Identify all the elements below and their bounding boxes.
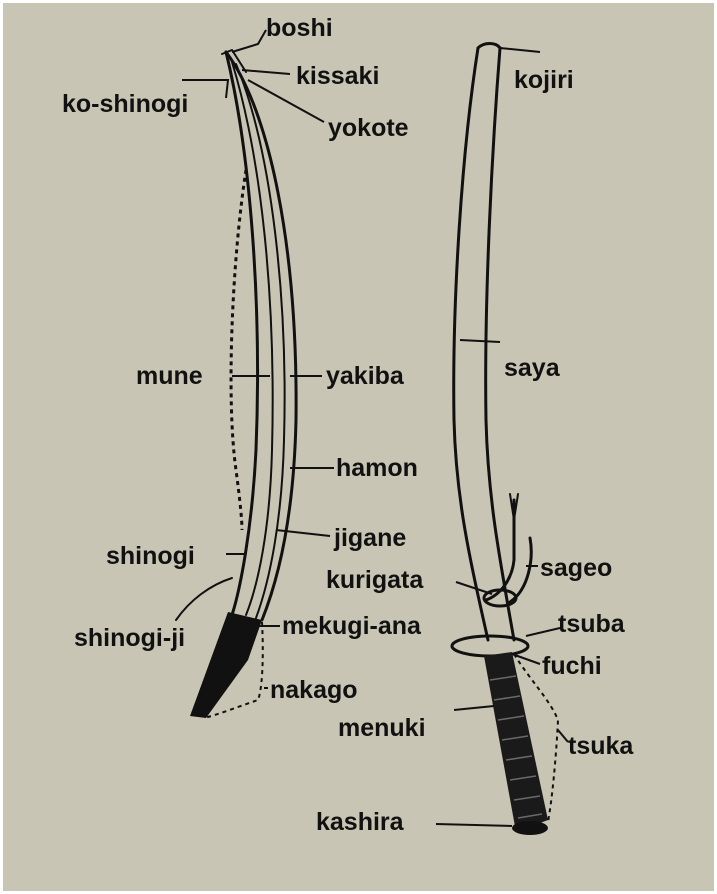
kissaki-tip [221, 49, 247, 73]
labels: boshi kissaki ko-shinogi yokote kojiri m… [62, 14, 634, 836]
saya-left-line [452, 46, 490, 642]
label-kashira: kashira [316, 808, 405, 836]
leader-tsuba [525, 627, 561, 637]
leader-kojiri [499, 47, 541, 53]
mune-bracket [229, 169, 248, 531]
leader-fuchi [511, 653, 541, 665]
label-yokote: yokote [328, 114, 409, 142]
shinogi-line [231, 61, 274, 616]
label-tsuka: tsuka [568, 732, 634, 760]
tsuka-handle [484, 652, 548, 832]
leader-kashira [435, 823, 513, 827]
label-fuchi: fuchi [542, 652, 602, 680]
hamon-line [235, 63, 286, 619]
label-menuki: menuki [338, 714, 426, 742]
sageo-tip [509, 493, 519, 521]
leader-menuki [453, 705, 495, 711]
leader-boshi [231, 29, 267, 53]
leader-jigane [275, 529, 331, 537]
label-ko-shinogi: ko-shinogi [62, 90, 188, 118]
leader-yokote [247, 79, 325, 123]
kashira-cap [512, 821, 548, 835]
tsuka-outline [513, 653, 560, 823]
label-kojiri: kojiri [514, 66, 574, 94]
scabbard [450, 42, 560, 835]
leader-saya [459, 339, 501, 343]
leader-kurigata [455, 581, 493, 595]
kojiri-cap [476, 42, 502, 50]
label-mekugi-ana: mekugi-ana [282, 612, 422, 640]
label-shinogi-ji: shinogi-ji [74, 624, 185, 652]
tsuka-wrap [489, 675, 543, 819]
label-nakago: nakago [270, 676, 358, 704]
label-kurigata: kurigata [326, 566, 424, 594]
label-boshi: boshi [266, 14, 333, 42]
saya-right-line [484, 46, 516, 642]
label-mune: mune [136, 362, 203, 390]
label-jigane: jigane [333, 524, 406, 552]
label-tsuba: tsuba [558, 610, 626, 638]
blade-back-line [224, 50, 260, 617]
tsuba-guard [450, 634, 530, 658]
nakago-tang [190, 612, 262, 718]
blade-edge-line [224, 50, 298, 622]
leader-tsuka [557, 729, 569, 743]
blade [175, 49, 298, 719]
sageo-cord-a [484, 498, 516, 602]
leader-kissaki [241, 69, 291, 75]
kurigata-knob [482, 588, 518, 608]
label-yakiba: yakiba [326, 362, 405, 390]
leader-lines [182, 29, 569, 827]
leader-ko-shinogi [182, 79, 230, 99]
label-shinogi: shinogi [106, 542, 195, 570]
label-saya: saya [504, 354, 561, 382]
shinogi-ji-pointer [175, 577, 233, 621]
label-kissaki: kissaki [296, 62, 379, 90]
label-hamon: hamon [336, 454, 418, 482]
label-sageo: sageo [540, 554, 612, 582]
